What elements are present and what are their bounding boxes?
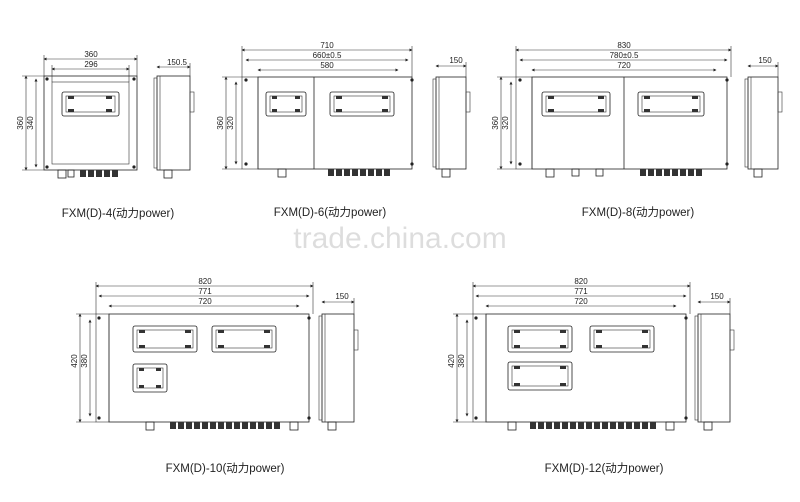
dim-inner-width: 720 bbox=[198, 297, 212, 306]
diagram-fxm-d-6: 710 660±0.5 580 360 320 150 FXM(D)-6(动力p… bbox=[216, 41, 471, 219]
diagram-fxm-d-10: 820 771 720 420 380 150 FXM(D)-10(动力powe… bbox=[70, 277, 359, 475]
dim-inner-height: 380 bbox=[80, 354, 89, 368]
dim-outer-width: 820 bbox=[198, 277, 212, 286]
dim-inner-height: 320 bbox=[226, 116, 235, 130]
front-view: 830 780±0.5 720 360 320 bbox=[491, 41, 732, 178]
dim-depth: 150 bbox=[449, 56, 463, 65]
dim-middle-width: 771 bbox=[198, 287, 212, 296]
front-view: 820 771 720 420 380 bbox=[70, 277, 314, 431]
cable-glands bbox=[277, 168, 390, 178]
breaker-clip bbox=[106, 109, 112, 112]
side-view: 150 bbox=[318, 292, 359, 431]
mounting-hole bbox=[132, 165, 136, 169]
breaker-clip bbox=[106, 96, 112, 99]
inner-panel bbox=[51, 81, 130, 165]
breaker-window bbox=[132, 363, 168, 393]
diagram-caption: FXM(D)-10(动力power) bbox=[166, 462, 285, 475]
diagram-fxm-d-4: 360 296 360 340 150.5 FXM(D)-4(动力power) bbox=[16, 50, 195, 220]
dim-inner-width: 296 bbox=[84, 60, 98, 69]
dim-outer-height: 360 bbox=[491, 116, 500, 130]
dim-outer-height: 360 bbox=[216, 116, 225, 130]
cable-glands bbox=[545, 168, 702, 178]
mounting-hole bbox=[45, 77, 49, 81]
breaker-window bbox=[211, 325, 277, 353]
dim-depth: 150 bbox=[710, 292, 724, 301]
dim-outer-width: 830 bbox=[617, 41, 631, 50]
dim-middle-width: 660±0.5 bbox=[313, 51, 342, 60]
dim-inner-width: 720 bbox=[617, 61, 631, 70]
mounting-hole bbox=[132, 77, 136, 81]
dim-middle-width: 771 bbox=[574, 287, 588, 296]
enclosure-body bbox=[257, 76, 413, 170]
diagram-caption: FXM(D)-4(动力power) bbox=[62, 207, 175, 220]
breaker-window bbox=[132, 325, 198, 353]
breaker-window bbox=[61, 91, 120, 117]
enclosure-body bbox=[43, 75, 138, 171]
breaker-clip bbox=[68, 109, 74, 112]
breaker-window bbox=[507, 361, 573, 391]
dim-outer-height: 420 bbox=[70, 354, 79, 368]
watermark-text: trade.china.com bbox=[293, 222, 506, 255]
dim-outer-width: 710 bbox=[320, 41, 334, 50]
enclosure-body bbox=[531, 76, 728, 170]
breaker-window-inner bbox=[65, 95, 116, 113]
dim-inner-height: 320 bbox=[501, 116, 510, 130]
dim-outer-height: 420 bbox=[447, 354, 456, 368]
side-view: 150 bbox=[432, 56, 471, 178]
side-view: 150 bbox=[744, 56, 783, 178]
breaker-window bbox=[589, 325, 655, 353]
mounting-hole bbox=[45, 165, 49, 169]
breaker-window bbox=[329, 91, 395, 117]
diagram-caption: FXM(D)-8(动力power) bbox=[582, 206, 695, 219]
breaker-window bbox=[265, 91, 307, 117]
dim-outer-height: 360 bbox=[16, 116, 25, 130]
dim-inner-width: 720 bbox=[574, 297, 588, 306]
dim-depth: 150.5 bbox=[167, 58, 188, 67]
diagram-caption: FXM(D)-6(动力power) bbox=[274, 206, 387, 219]
cable-glands bbox=[145, 421, 299, 431]
dim-inner-width: 580 bbox=[320, 61, 334, 70]
side-view: 150.5 bbox=[153, 58, 195, 179]
dim-outer-width: 820 bbox=[574, 277, 588, 286]
dim-middle-width: 780±0.5 bbox=[610, 51, 639, 60]
dim-outer-width: 360 bbox=[84, 50, 98, 59]
side-view: 150 bbox=[694, 292, 735, 431]
cable-glands bbox=[507, 421, 675, 431]
diagram-fxm-d-8: 830 780±0.5 720 360 320 150 FXM(D)-8(动力p… bbox=[491, 41, 783, 219]
cable-glands bbox=[57, 169, 118, 179]
breaker-window bbox=[541, 91, 611, 117]
front-view: 710 660±0.5 580 360 320 bbox=[216, 41, 414, 178]
dim-inner-height: 380 bbox=[457, 354, 466, 368]
dim-depth: 150 bbox=[758, 56, 772, 65]
dim-inner-height: 340 bbox=[26, 116, 35, 130]
breaker-window bbox=[637, 91, 705, 117]
diagram-fxm-d-12: 820 771 720 420 380 150 FXM(D)-12(动力powe… bbox=[447, 277, 735, 475]
diagram-caption: FXM(D)-12(动力power) bbox=[545, 462, 664, 475]
breaker-window bbox=[507, 325, 573, 353]
front-view: 360 296 360 340 bbox=[16, 50, 138, 179]
dim-depth: 150 bbox=[335, 292, 349, 301]
breaker-clip bbox=[68, 96, 74, 99]
front-view: 820 771 720 420 380 bbox=[447, 277, 691, 431]
